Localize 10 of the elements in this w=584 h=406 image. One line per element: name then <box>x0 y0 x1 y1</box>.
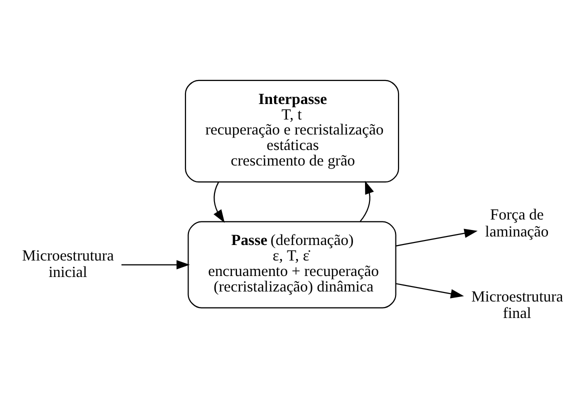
arrow <box>121 260 190 269</box>
arrow <box>396 228 478 246</box>
node-box: Interpasse T, t recuperação e recristalização estáticas crescimento de grão <box>184 79 400 182</box>
node-text: Força de laminação <box>485 206 549 240</box>
arrow <box>360 180 374 222</box>
node-text: Microestrutura inicial <box>22 247 114 281</box>
arrow <box>396 282 464 298</box>
arrow <box>214 182 225 222</box>
node-box: Passe (deformação) ε, T, ε̇ encruamento + recuperação (recristalização) dinâmica <box>188 220 396 308</box>
node-text: Microestrutura final <box>471 288 564 322</box>
